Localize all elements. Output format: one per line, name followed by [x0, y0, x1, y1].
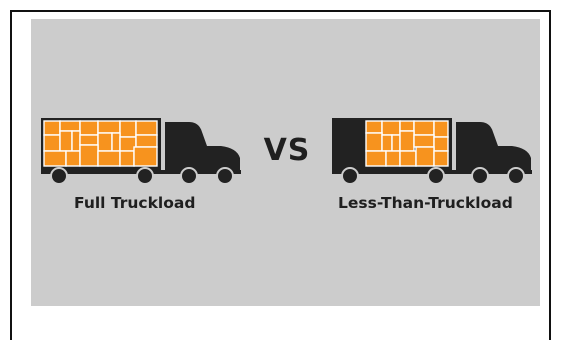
- full-truckload-truck-icon: [41, 118, 243, 188]
- full-truckload-caption: Full Truckload: [74, 194, 195, 212]
- versus-label: VS: [257, 133, 317, 168]
- less-than-truckload-truck-icon: [332, 118, 534, 188]
- cargo-partial: [366, 121, 448, 166]
- less-than-truckload-caption: Less-Than-Truckload: [338, 194, 513, 212]
- cargo-full: [44, 121, 157, 166]
